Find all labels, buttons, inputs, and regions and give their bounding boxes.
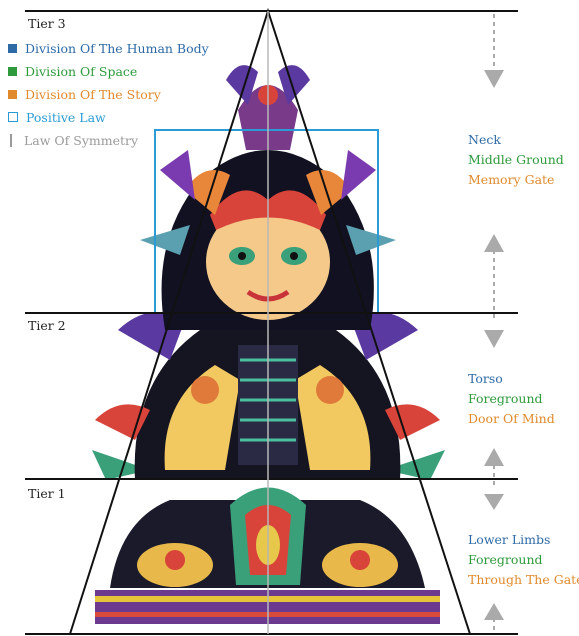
tier-2-story: Door Of Mind bbox=[468, 411, 555, 426]
legend-label: Law Of Symmetry bbox=[24, 133, 138, 148]
tier-1-description: Lower Limbs Foreground Through The Gate bbox=[468, 532, 579, 587]
tier-1-body: Lower Limbs bbox=[468, 532, 579, 547]
legend-label: Division Of The Story bbox=[25, 87, 161, 102]
tier-3-story: Memory Gate bbox=[468, 172, 564, 187]
legend-swatch-symmetry bbox=[10, 134, 12, 147]
legend-swatch-space bbox=[8, 67, 17, 76]
legend-label: Division Of Space bbox=[25, 64, 137, 79]
legend-label: Positive Law bbox=[26, 110, 106, 125]
legend-item-body: Division Of The Human Body bbox=[8, 40, 209, 56]
tier-1-label: Tier 1 bbox=[28, 486, 66, 501]
legend-swatch-body bbox=[8, 44, 17, 53]
tier-1-story: Through The Gate bbox=[468, 572, 579, 587]
tier-2-body: Torso bbox=[468, 371, 555, 386]
legend-item-positive-law: Positive Law bbox=[8, 109, 106, 125]
tier-3-body: Neck bbox=[468, 132, 564, 147]
tier-1-space: Foreground bbox=[468, 552, 579, 567]
tier-2-description: Torso Foreground Door Of Mind bbox=[468, 371, 555, 426]
legend-item-symmetry: Law Of Symmetry bbox=[8, 132, 138, 148]
tier-2-label: Tier 2 bbox=[28, 318, 66, 333]
tier-3-label: Tier 3 bbox=[28, 16, 66, 31]
tier-2-space: Foreground bbox=[468, 391, 555, 406]
legend-swatch-positive-law bbox=[8, 112, 18, 122]
legend-label: Division Of The Human Body bbox=[25, 41, 209, 56]
legend-item-space: Division Of Space bbox=[8, 63, 137, 79]
legend-item-story: Division Of The Story bbox=[8, 86, 161, 102]
tier-3-space: Middle Ground bbox=[468, 152, 564, 167]
tier-3-description: Neck Middle Ground Memory Gate bbox=[468, 132, 564, 187]
legend-swatch-story bbox=[8, 90, 17, 99]
